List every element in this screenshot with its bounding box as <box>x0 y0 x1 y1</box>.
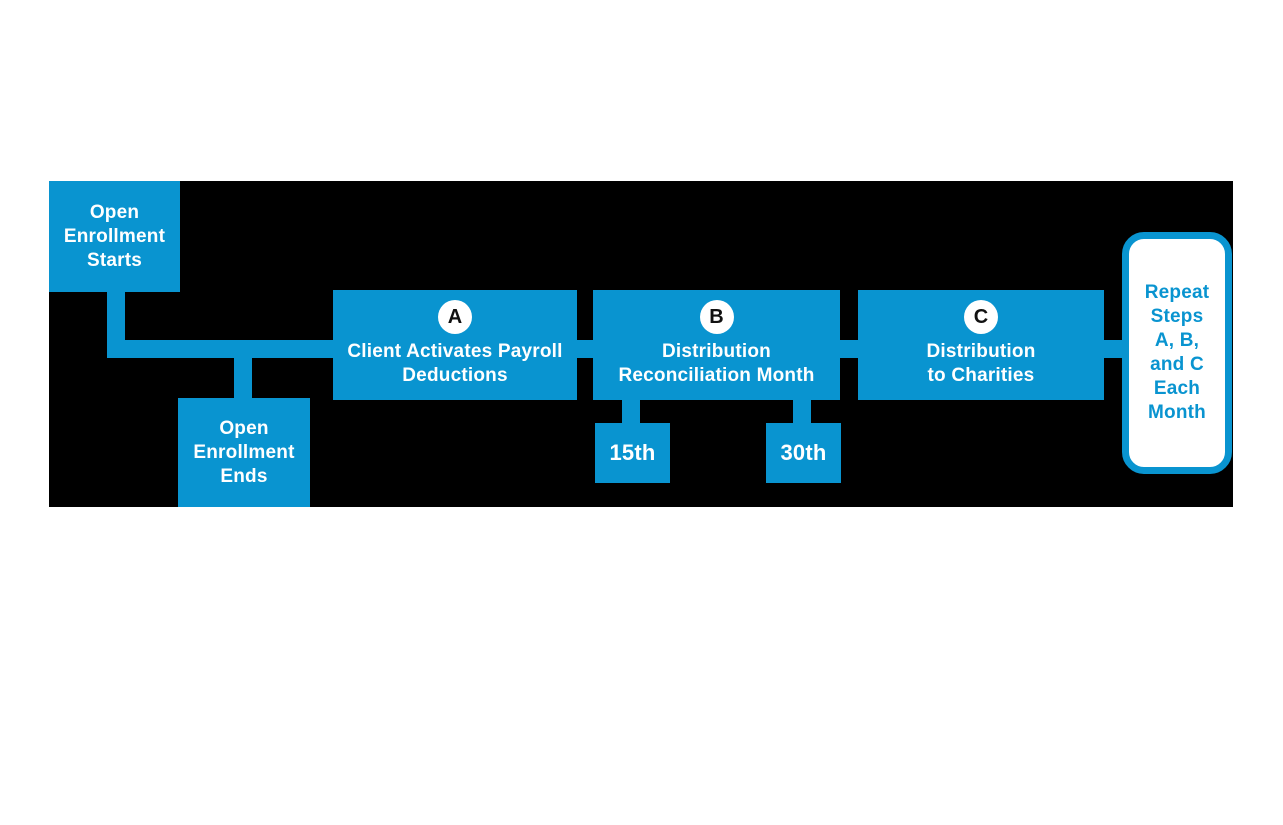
node-date-30th: 30th <box>766 423 841 483</box>
step-a-badge: A <box>438 300 472 334</box>
step-a-label: Client Activates Payroll Deductions <box>347 341 563 386</box>
step-b-badge: B <box>699 300 734 334</box>
step-c-label: Distribution to Charities <box>926 341 1036 386</box>
open-enrollment-starts-label: Open Enrollment Starts <box>63 201 166 271</box>
open-enrollment-ends-label: Open Enrollment Ends <box>193 417 295 487</box>
date-15th-label: 15th <box>609 440 656 465</box>
node-open-enrollment-starts: Open Enrollment Starts <box>49 181 180 292</box>
node-step-a: A Client Activates Payroll Deductions <box>333 290 577 400</box>
node-open-enrollment-ends: Open Enrollment Ends <box>178 398 310 507</box>
repeat-steps-label: Repeat Steps A, B, and C Each Month <box>1144 282 1210 423</box>
connector-15th-stem <box>622 400 640 423</box>
connector-ends-stem <box>234 340 252 398</box>
connector-main-horizontal-line <box>107 340 333 358</box>
connector-step-b-to-c <box>840 340 858 358</box>
connector-30th-stem <box>793 400 811 423</box>
step-c-badge: C <box>964 300 998 334</box>
node-repeat-steps: Repeat Steps A, B, and C Each Month <box>1122 232 1232 474</box>
connector-step-c-to-repeat <box>1104 340 1122 358</box>
node-step-b: B Distribution Reconciliation Month <box>593 290 840 400</box>
node-date-15th: 15th <box>595 423 670 483</box>
connector-step-a-to-b <box>577 340 593 358</box>
node-step-c: C Distribution to Charities <box>858 290 1104 400</box>
step-b-label: Distribution Reconciliation Month <box>618 341 815 386</box>
date-30th-label: 30th <box>780 440 827 465</box>
